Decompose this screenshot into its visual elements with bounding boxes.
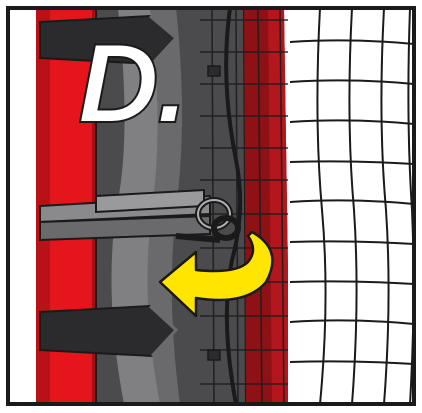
- net-panel: [288, 8, 414, 404]
